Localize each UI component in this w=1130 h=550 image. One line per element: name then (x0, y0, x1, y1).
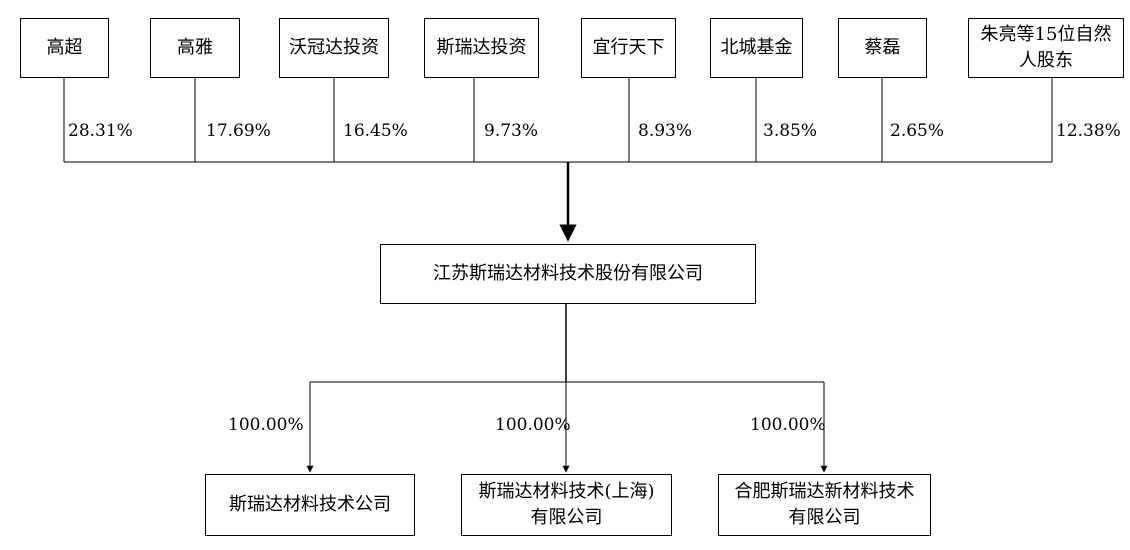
shareholding-pct-3: 16.45% (343, 121, 408, 141)
subsidiary-box-2: 斯瑞达材料技术(上海) 有限公司 (461, 474, 672, 536)
shareholder-box-3: 沃冠达投资 (279, 18, 389, 78)
shareholder-box-2: 高雅 (150, 18, 240, 78)
shareholding-pct-5: 8.93% (638, 121, 693, 141)
shareholder-name-3: 沃冠达投资 (289, 37, 379, 58)
shareholder-box-4: 斯瑞达投资 (424, 18, 539, 78)
shareholder-name-7: 蔡磊 (864, 37, 901, 58)
shareholder-box-8: 朱亮等15位自然 人股东 (968, 18, 1124, 78)
shareholder-box-6: 北城基金 (710, 18, 803, 78)
company-box: 江苏斯瑞达材料技术股份有限公司 (380, 244, 756, 304)
subsidiary-pct-1: 100.00% (228, 415, 304, 435)
subsidiary-pct-3: 100.00% (750, 415, 826, 435)
shareholding-pct-6: 3.85% (763, 121, 818, 141)
shareholder-name-4: 斯瑞达投资 (436, 37, 527, 58)
subsidiary-name-1: 斯瑞达材料技术公司 (229, 494, 391, 515)
subsidiary-name-2: 斯瑞达材料技术(上海) 有限公司 (478, 481, 655, 528)
shareholding-pct-2: 17.69% (206, 121, 271, 141)
shareholder-name-6: 北城基金 (720, 37, 793, 58)
shareholder-box-7: 蔡磊 (838, 18, 927, 78)
company-name: 江苏斯瑞达材料技术股份有限公司 (433, 263, 703, 284)
shareholding-pct-1: 28.31% (68, 121, 133, 141)
shareholder-name-1: 高超 (46, 37, 83, 58)
subsidiary-pct-2: 100.00% (495, 415, 571, 435)
shareholding-pct-7: 2.65% (890, 121, 945, 141)
shareholder-box-1: 高超 (20, 18, 109, 78)
subsidiary-name-3: 合肥斯瑞达新材料技术 有限公司 (734, 481, 915, 528)
shareholder-name-2: 高雅 (177, 37, 213, 58)
shareholder-name-8: 朱亮等15位自然 人股东 (980, 24, 1112, 71)
shareholder-box-5: 宜行天下 (581, 18, 676, 78)
shareholding-pct-8: 12.38% (1056, 121, 1121, 141)
subsidiary-box-1: 斯瑞达材料技术公司 (205, 474, 415, 536)
shareholding-pct-4: 9.73% (484, 121, 539, 141)
shareholder-name-5: 宜行天下 (592, 37, 665, 58)
subsidiary-box-3: 合肥斯瑞达新材料技术 有限公司 (718, 474, 931, 536)
